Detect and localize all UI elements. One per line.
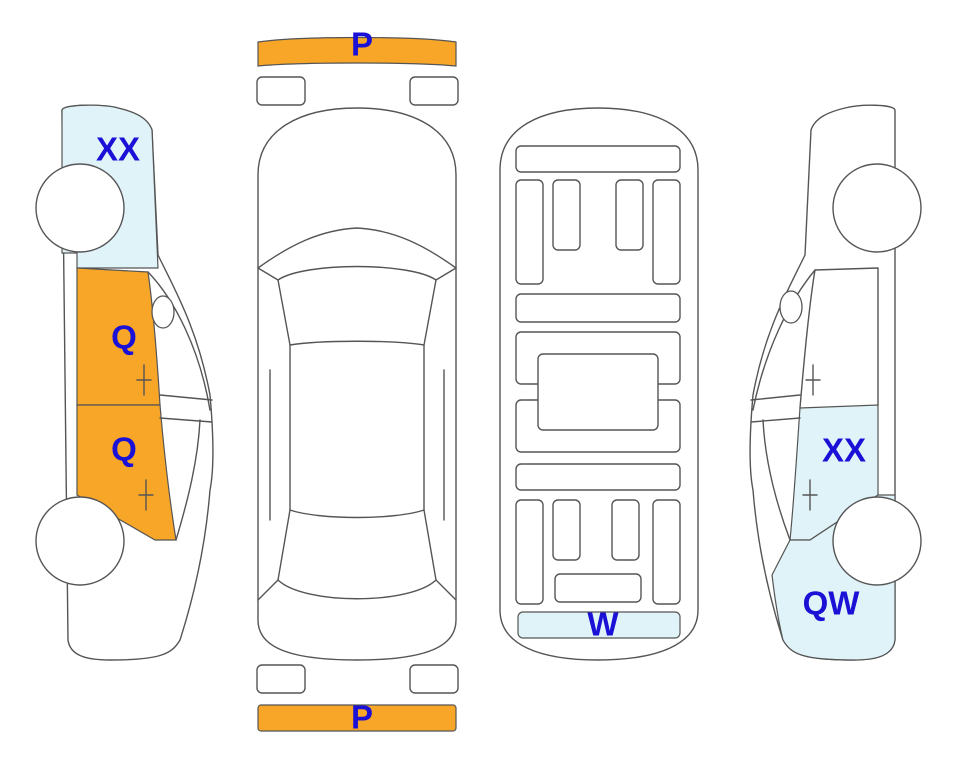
left-front-wheel bbox=[35, 163, 125, 253]
right-rear-quarter-label: QW bbox=[803, 585, 861, 622]
underside-view: W bbox=[499, 107, 699, 661]
right-rear-wheel bbox=[832, 496, 922, 586]
front-bumper-label: P bbox=[351, 26, 373, 63]
rear-bumper[interactable] bbox=[257, 704, 457, 732]
top-view-body bbox=[257, 107, 457, 661]
left-side-view: XX Q Q bbox=[35, 104, 214, 661]
left-rear-door-label: Q bbox=[111, 431, 137, 468]
front-bumper[interactable] bbox=[257, 36, 457, 67]
right-rear-door-label: XX bbox=[822, 432, 866, 469]
top-view: P P bbox=[256, 26, 459, 736]
rear-panel-label: W bbox=[587, 606, 619, 643]
left-front-door-label: Q bbox=[111, 319, 137, 356]
rear-bumper-label: P bbox=[351, 699, 373, 736]
right-front-wheel bbox=[832, 163, 922, 253]
right-side-view: XX QW bbox=[749, 104, 922, 661]
rear-panel[interactable] bbox=[517, 611, 681, 639]
left-rear-wheel bbox=[35, 496, 125, 586]
left-front-fender-label: XX bbox=[96, 131, 140, 168]
